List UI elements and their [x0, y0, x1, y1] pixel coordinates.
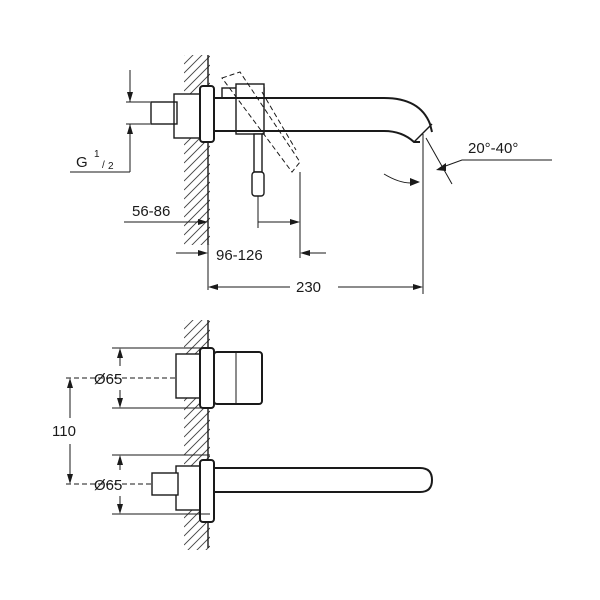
- hatch-line: [184, 55, 210, 83]
- hatch-line: [184, 181, 210, 209]
- handle-offset-label: 96-126: [216, 247, 263, 264]
- side-view: G 1 / 2 56-86 96-126: [70, 55, 552, 296]
- concealed-body: [150, 93, 203, 139]
- dim-upper-diameter: Ø65: [94, 347, 210, 409]
- hatch-line: [200, 235, 210, 245]
- thread-label: G: [76, 154, 88, 171]
- dim-spout-length: 230: [208, 134, 424, 296]
- center-distance-label: 110: [52, 423, 76, 440]
- escutcheon-plate-side: [199, 85, 215, 143]
- hatch-line: [184, 320, 210, 348]
- thread-slash: /: [102, 160, 105, 171]
- hatch-line: [184, 145, 210, 173]
- hatch-line: [184, 437, 210, 465]
- lever-down: [251, 133, 265, 197]
- hatch-line: [184, 154, 210, 182]
- hatch-line: [184, 428, 210, 456]
- hatch-line: [184, 190, 210, 218]
- hatch-line: [184, 410, 210, 438]
- hatch-line: [184, 55, 194, 65]
- hatch-line: [184, 55, 203, 74]
- wall-section-side: [184, 55, 210, 245]
- hatch-line: [184, 55, 185, 56]
- hatch-line: [196, 536, 210, 550]
- lever-dashed: [221, 71, 301, 173]
- dim-wall-depth: 56-86: [124, 203, 209, 290]
- hatch-line: [184, 64, 210, 92]
- hatch-line: [184, 320, 185, 321]
- hatch-line: [184, 419, 210, 447]
- spout-angle-label: 20°-40°: [468, 140, 518, 157]
- hatch-line: [184, 329, 210, 357]
- hatch-line: [191, 226, 210, 245]
- dim-thread: G 1 / 2: [70, 70, 150, 173]
- top-view: Ø65 110 Ø65: [52, 320, 434, 550]
- hatch-line: [184, 172, 210, 200]
- handle-assembly-top: [175, 347, 263, 409]
- hatch-line: [184, 163, 210, 191]
- thread-denominator: 2: [108, 161, 114, 172]
- hatch-line: [184, 518, 210, 546]
- wall-section-top: [184, 320, 210, 550]
- dim-lower-diameter: Ø65: [94, 454, 210, 515]
- dim-spout-angle: 20°-40°: [383, 137, 552, 186]
- lower-diameter-label: Ø65: [94, 477, 122, 494]
- hatch-line: [184, 320, 194, 330]
- hatch-line: [187, 527, 210, 550]
- hatch-line: [184, 320, 203, 339]
- dim-center-distance: 110: [52, 378, 76, 484]
- handle-body: [235, 83, 265, 135]
- spout-side: [214, 97, 433, 143]
- thread-numerator: 1: [94, 149, 100, 160]
- spout-assembly-top: [151, 459, 434, 523]
- dim-handle-offset: 96-126: [176, 172, 326, 264]
- wall-depth-label: 56-86: [132, 203, 170, 220]
- upper-diameter-label: Ø65: [94, 371, 122, 388]
- hatch-line: [209, 244, 210, 245]
- spout-length-label: 230: [296, 279, 321, 296]
